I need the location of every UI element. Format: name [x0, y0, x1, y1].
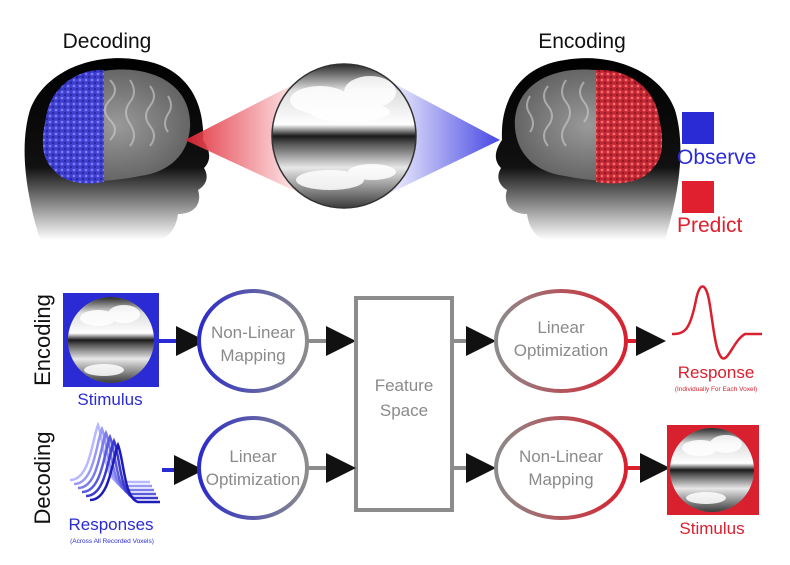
encoding-linear-line2: Optimization: [514, 341, 608, 360]
decoding-head-illustration: [24, 58, 210, 241]
feature-space-line1: Feature: [375, 376, 434, 395]
stimulus-image-large: [271, 63, 417, 209]
decoding-linear-optimization-node: [197, 416, 309, 520]
encoding-stimulus-box: [63, 293, 159, 387]
feature-space-line2: Space: [380, 401, 428, 420]
response-note: (Individually For Each Voxel): [675, 386, 757, 393]
encoding-title: Encoding: [538, 30, 626, 53]
encoding-stimulus-label: Stimulus: [77, 390, 142, 409]
observe-swatch: [682, 112, 714, 144]
predict-label: Predict: [677, 214, 743, 237]
decoding-nonlinear-line1: Non-Linear: [519, 447, 603, 466]
responses-note: (Across All Recorded Voxels): [70, 538, 154, 545]
predict-swatch: [682, 181, 714, 213]
responses-label: Responses: [68, 515, 153, 534]
decoding-nonlinear-mapping-node: [494, 416, 628, 520]
encoding-nonlinear-line1: Non-Linear: [211, 323, 295, 342]
decoding-stimulus-box: [667, 425, 759, 515]
observe-label: Observe: [677, 146, 756, 169]
encoding-head-illustration: [495, 58, 681, 241]
feature-space-box: [354, 296, 454, 512]
response-waveform-icon: [671, 285, 762, 360]
responses-stack-icon: [69, 421, 160, 504]
encoding-linear-line1: Linear: [537, 318, 585, 337]
row-label-decoding: Decoding: [30, 432, 55, 525]
row-label-encoding: Encoding: [30, 294, 55, 386]
decoding-stimulus-label: Stimulus: [679, 519, 744, 538]
decoding-linear-line2: Optimization: [206, 470, 300, 489]
decoding-title: Decoding: [63, 30, 152, 53]
decoding-linear-line1: Linear: [229, 447, 277, 466]
response-label: Response: [678, 363, 755, 382]
decoding-nonlinear-line2: Mapping: [528, 470, 593, 489]
encoding-nonlinear-line2: Mapping: [220, 346, 285, 365]
